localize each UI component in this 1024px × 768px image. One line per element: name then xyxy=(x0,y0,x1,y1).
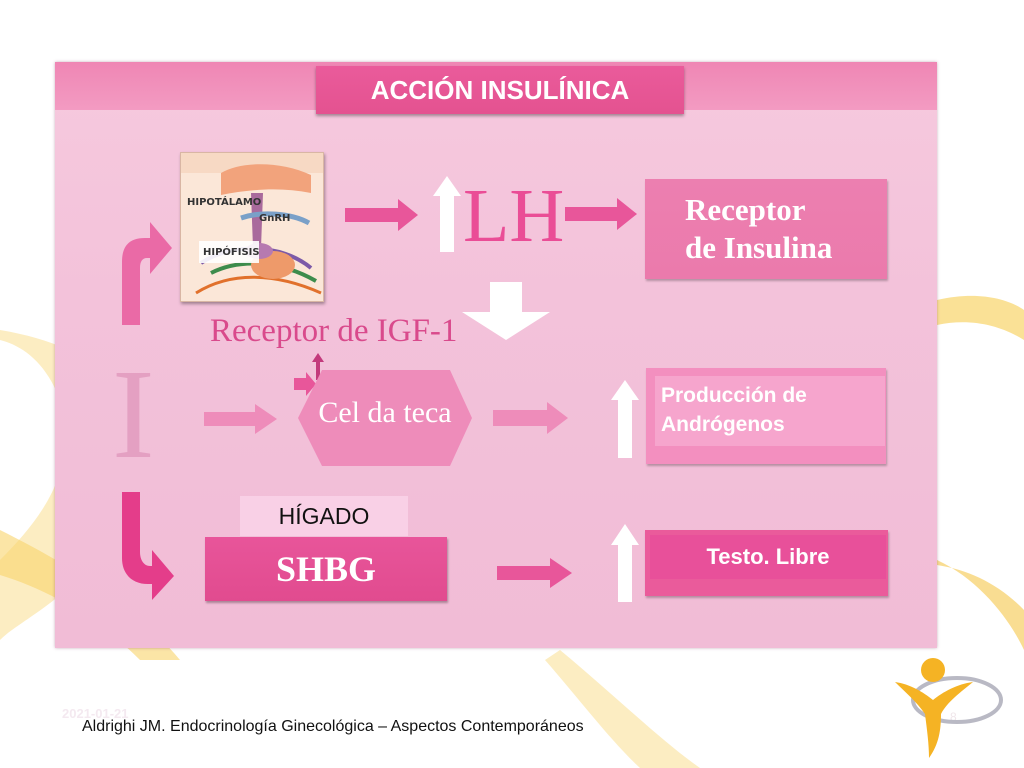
curved-down-arrow xyxy=(122,492,174,600)
arrow-to-lh xyxy=(345,199,418,231)
small-pink-marker xyxy=(294,372,316,396)
hypothalamus-illustration-icon xyxy=(181,153,323,295)
hipotalamo-label: HIPOTÁLAMO xyxy=(187,197,262,208)
lh-label: LH xyxy=(463,174,565,258)
lh-up-arrow xyxy=(433,176,461,252)
receptor-insulina-line1: Receptor xyxy=(685,192,806,227)
higado-label: HÍGADO xyxy=(240,496,408,536)
shbg-box: SHBG xyxy=(205,537,447,601)
arrow-to-produccion xyxy=(493,402,568,434)
produccion-line2: Andrógenos xyxy=(661,413,785,436)
produccion-up-arrow xyxy=(611,380,639,458)
slide-title: ACCIÓN INSULÍNICA xyxy=(316,66,684,114)
small-up-arrow xyxy=(312,353,324,380)
footer-reference: Aldrighi JM. Endocrinología Ginecológica… xyxy=(82,718,584,735)
big-down-arrow xyxy=(462,282,550,340)
insulin-symbol: I xyxy=(112,343,155,485)
produccion-line1: Producción de xyxy=(661,384,807,407)
produccion-box: Producción de Andrógenos xyxy=(655,376,885,446)
cel-teca-label: Cel da teca xyxy=(318,396,452,429)
arrow-to-cel-teca xyxy=(204,404,277,434)
cel-teca-hexagon xyxy=(298,370,472,466)
receptor-igf-label: Receptor de IGF-1 xyxy=(210,313,458,349)
arrow-to-receptor-insulina xyxy=(565,198,637,230)
testo-libre-box: Testo. Libre xyxy=(650,535,886,579)
testo-up-arrow xyxy=(611,524,639,602)
gnrh-label: GnRH xyxy=(259,213,291,224)
logo-icon xyxy=(895,658,1003,758)
hypothalamus-pituitary-image: HIPOTÁLAMO GnRH HIPÓFISIS xyxy=(180,152,324,302)
curved-up-arrow xyxy=(122,222,172,325)
receptor-insulina-line2: de Insulina xyxy=(685,230,833,265)
hipofisis-label: HIPÓFISIS xyxy=(203,247,260,258)
receptor-insulina-box: Receptor de Insulina xyxy=(645,179,887,279)
arrow-to-testo-libre xyxy=(497,558,572,588)
footer-date: 2021-01-21 xyxy=(62,706,129,721)
footer-page-number: 8 xyxy=(950,710,957,724)
